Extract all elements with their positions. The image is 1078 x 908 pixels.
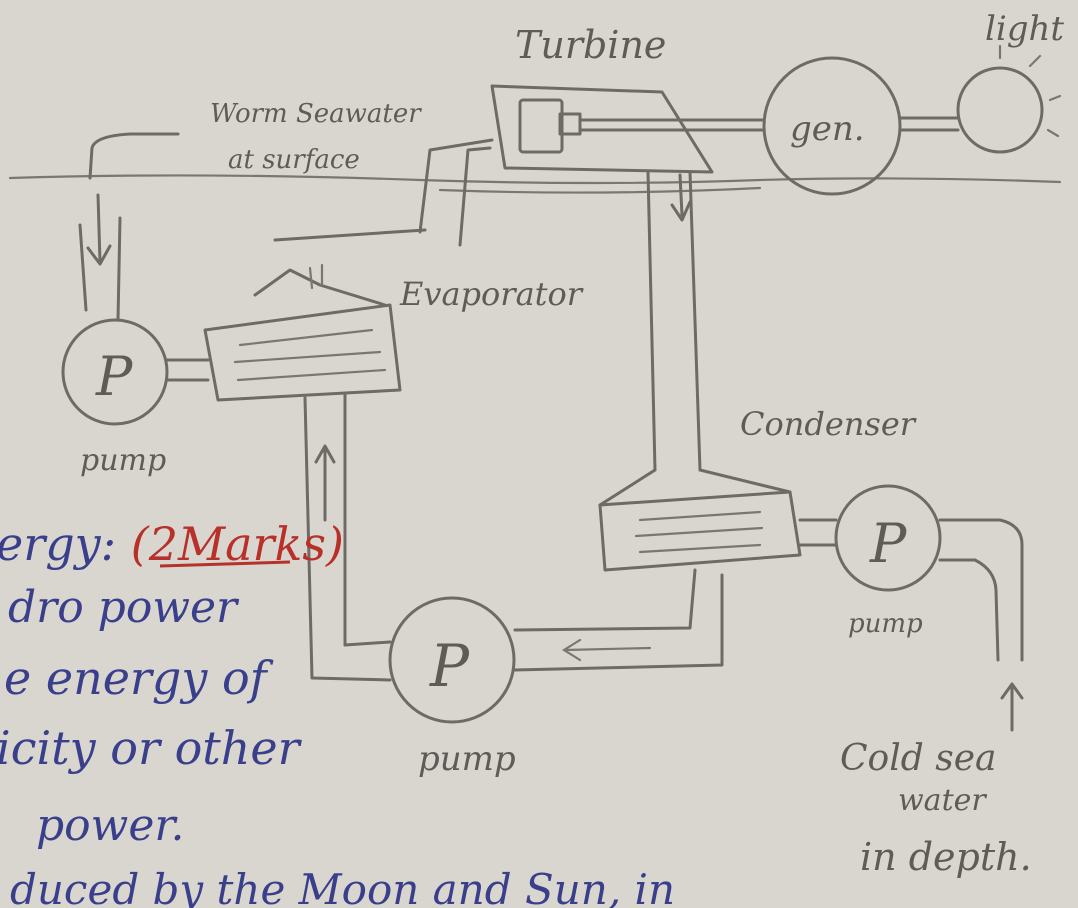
label-condenser: Condenser [740,405,917,443]
light-rays-icon [1000,46,1060,136]
turbine-rotor [520,100,562,152]
label-cold-water-2: water [898,783,987,818]
return-pipe [515,570,722,670]
label-pump-left: pump [80,443,166,478]
note-line-1: ergy: (2Marks) [0,517,344,571]
sea-surface-line [10,175,1060,183]
pump-bottom-symbol: P [429,632,470,700]
turbine-shaft [580,120,762,130]
note-line-2: dro power [8,582,240,633]
label-cold-water-1: Cold sea [840,738,996,779]
exhaust-pipe [648,172,700,470]
note-line-6: duced by the Moon and Sun, in [10,865,675,908]
generator-to-light [900,118,958,130]
condenser-lines [636,512,762,552]
note-line-4: icity or other [0,721,303,775]
label-turbine: Turbine [515,23,666,67]
pump-right-connector [800,520,836,545]
label-pump-right: pump [848,609,923,639]
cold-water-pipe [940,520,1022,660]
cold-water-arrow-icon [1002,684,1022,730]
pump-left-symbol: P [95,345,134,408]
note-line-3: e energy of [4,651,274,705]
label-warm-seawater: Worm Seawater [210,99,422,129]
evaporator-lines [235,330,385,380]
riser-arrow-icon [316,446,334,520]
sea-surface-line-2 [440,188,760,193]
pump-right-symbol: P [869,512,908,575]
label-cold-water-3: in depth. [860,835,1032,879]
label-light: light [985,9,1064,49]
label-at-surface: at surface [228,145,360,175]
light-bulb-icon [958,68,1042,152]
intake-arrow-icon [88,195,110,264]
label-generator: gen. [790,109,865,149]
return-arrow-icon [564,640,650,660]
label-evaporator: Evaporator [399,275,584,313]
note-line-5: power. [36,800,185,851]
label-pump-bottom: pump [418,739,516,779]
note-line-1-prefix: ergy: [0,517,116,571]
warm-intake-pipe [80,134,178,320]
pump-left-connector [167,360,208,380]
